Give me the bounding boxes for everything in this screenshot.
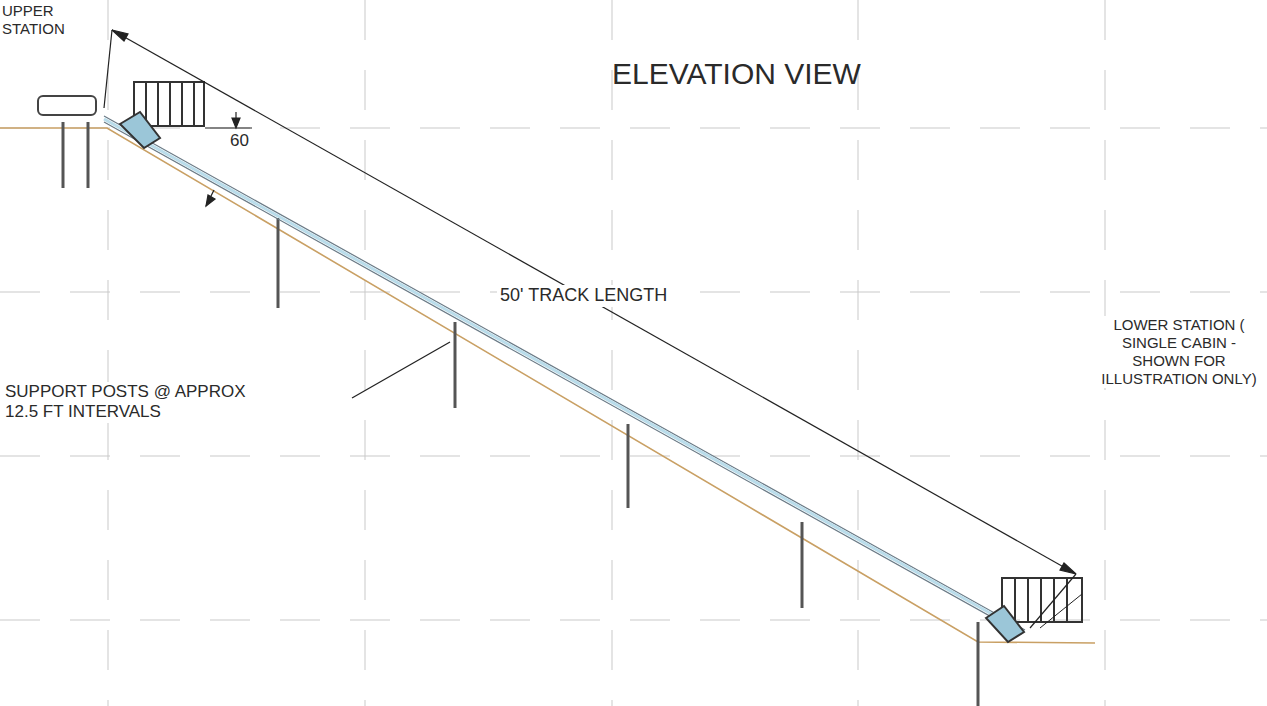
cabin-bar: [193, 82, 195, 126]
dimension-line: [112, 30, 1076, 574]
extension-line: [104, 30, 112, 108]
support-post: [627, 424, 630, 508]
support-post: [87, 122, 90, 188]
dimension-label: 50' TRACK LENGTH: [497, 285, 670, 307]
ground-line: [0, 128, 1095, 643]
cabin-bar: [1027, 578, 1029, 622]
reference-line: [205, 127, 252, 128]
dimension-track-length: [104, 30, 1076, 628]
cabin-bar: [1014, 578, 1016, 622]
diagram-title: ELEVATION VIEW: [612, 56, 861, 92]
support-post: [277, 218, 280, 308]
cabin-bar: [181, 82, 183, 126]
grid-line: [858, 0, 859, 706]
arrowhead: [232, 118, 240, 128]
leader-line: [1040, 594, 1082, 628]
track-fill: [104, 119, 1024, 632]
track-rail: [104, 122, 1022, 634]
track: [104, 116, 1025, 634]
grid-line: [0, 620, 1267, 621]
support-post: [454, 322, 457, 408]
grid-line: [612, 0, 613, 706]
extension-line: [1030, 574, 1076, 628]
station-note: LOWER STATION ( SINGLE CABIN - SHOWN FOR…: [1095, 316, 1263, 388]
angle-dimension: [205, 112, 252, 206]
cabin-bar: [157, 82, 159, 126]
support-post: [977, 622, 980, 706]
support-post: [801, 522, 804, 608]
grid-line: [365, 0, 366, 706]
grid-line: [108, 0, 109, 706]
lower-cabin: [986, 578, 1082, 642]
cabin-bar: [169, 82, 171, 126]
upper-station-box: [38, 96, 96, 115]
cabin-carriage: [120, 112, 160, 148]
leader-line: [352, 342, 450, 398]
grid-line: [0, 128, 1267, 129]
upper-cabin: [120, 82, 204, 148]
grid-line: [0, 456, 1267, 457]
arrowhead: [1060, 563, 1076, 574]
arrowhead: [112, 30, 128, 41]
angle-value: 60: [230, 131, 249, 151]
support-post: [62, 122, 65, 188]
angle-leader: [206, 190, 214, 206]
arrowhead: [206, 195, 215, 206]
track-rail: [104, 116, 1025, 630]
cabin-railing: [1002, 578, 1082, 622]
station-label: UPPER STATION: [2, 2, 82, 38]
cabin-carriage: [986, 606, 1024, 642]
callout-note: SUPPORT POSTS @ APPROX 12.5 FT INTERVALS: [2, 382, 270, 423]
